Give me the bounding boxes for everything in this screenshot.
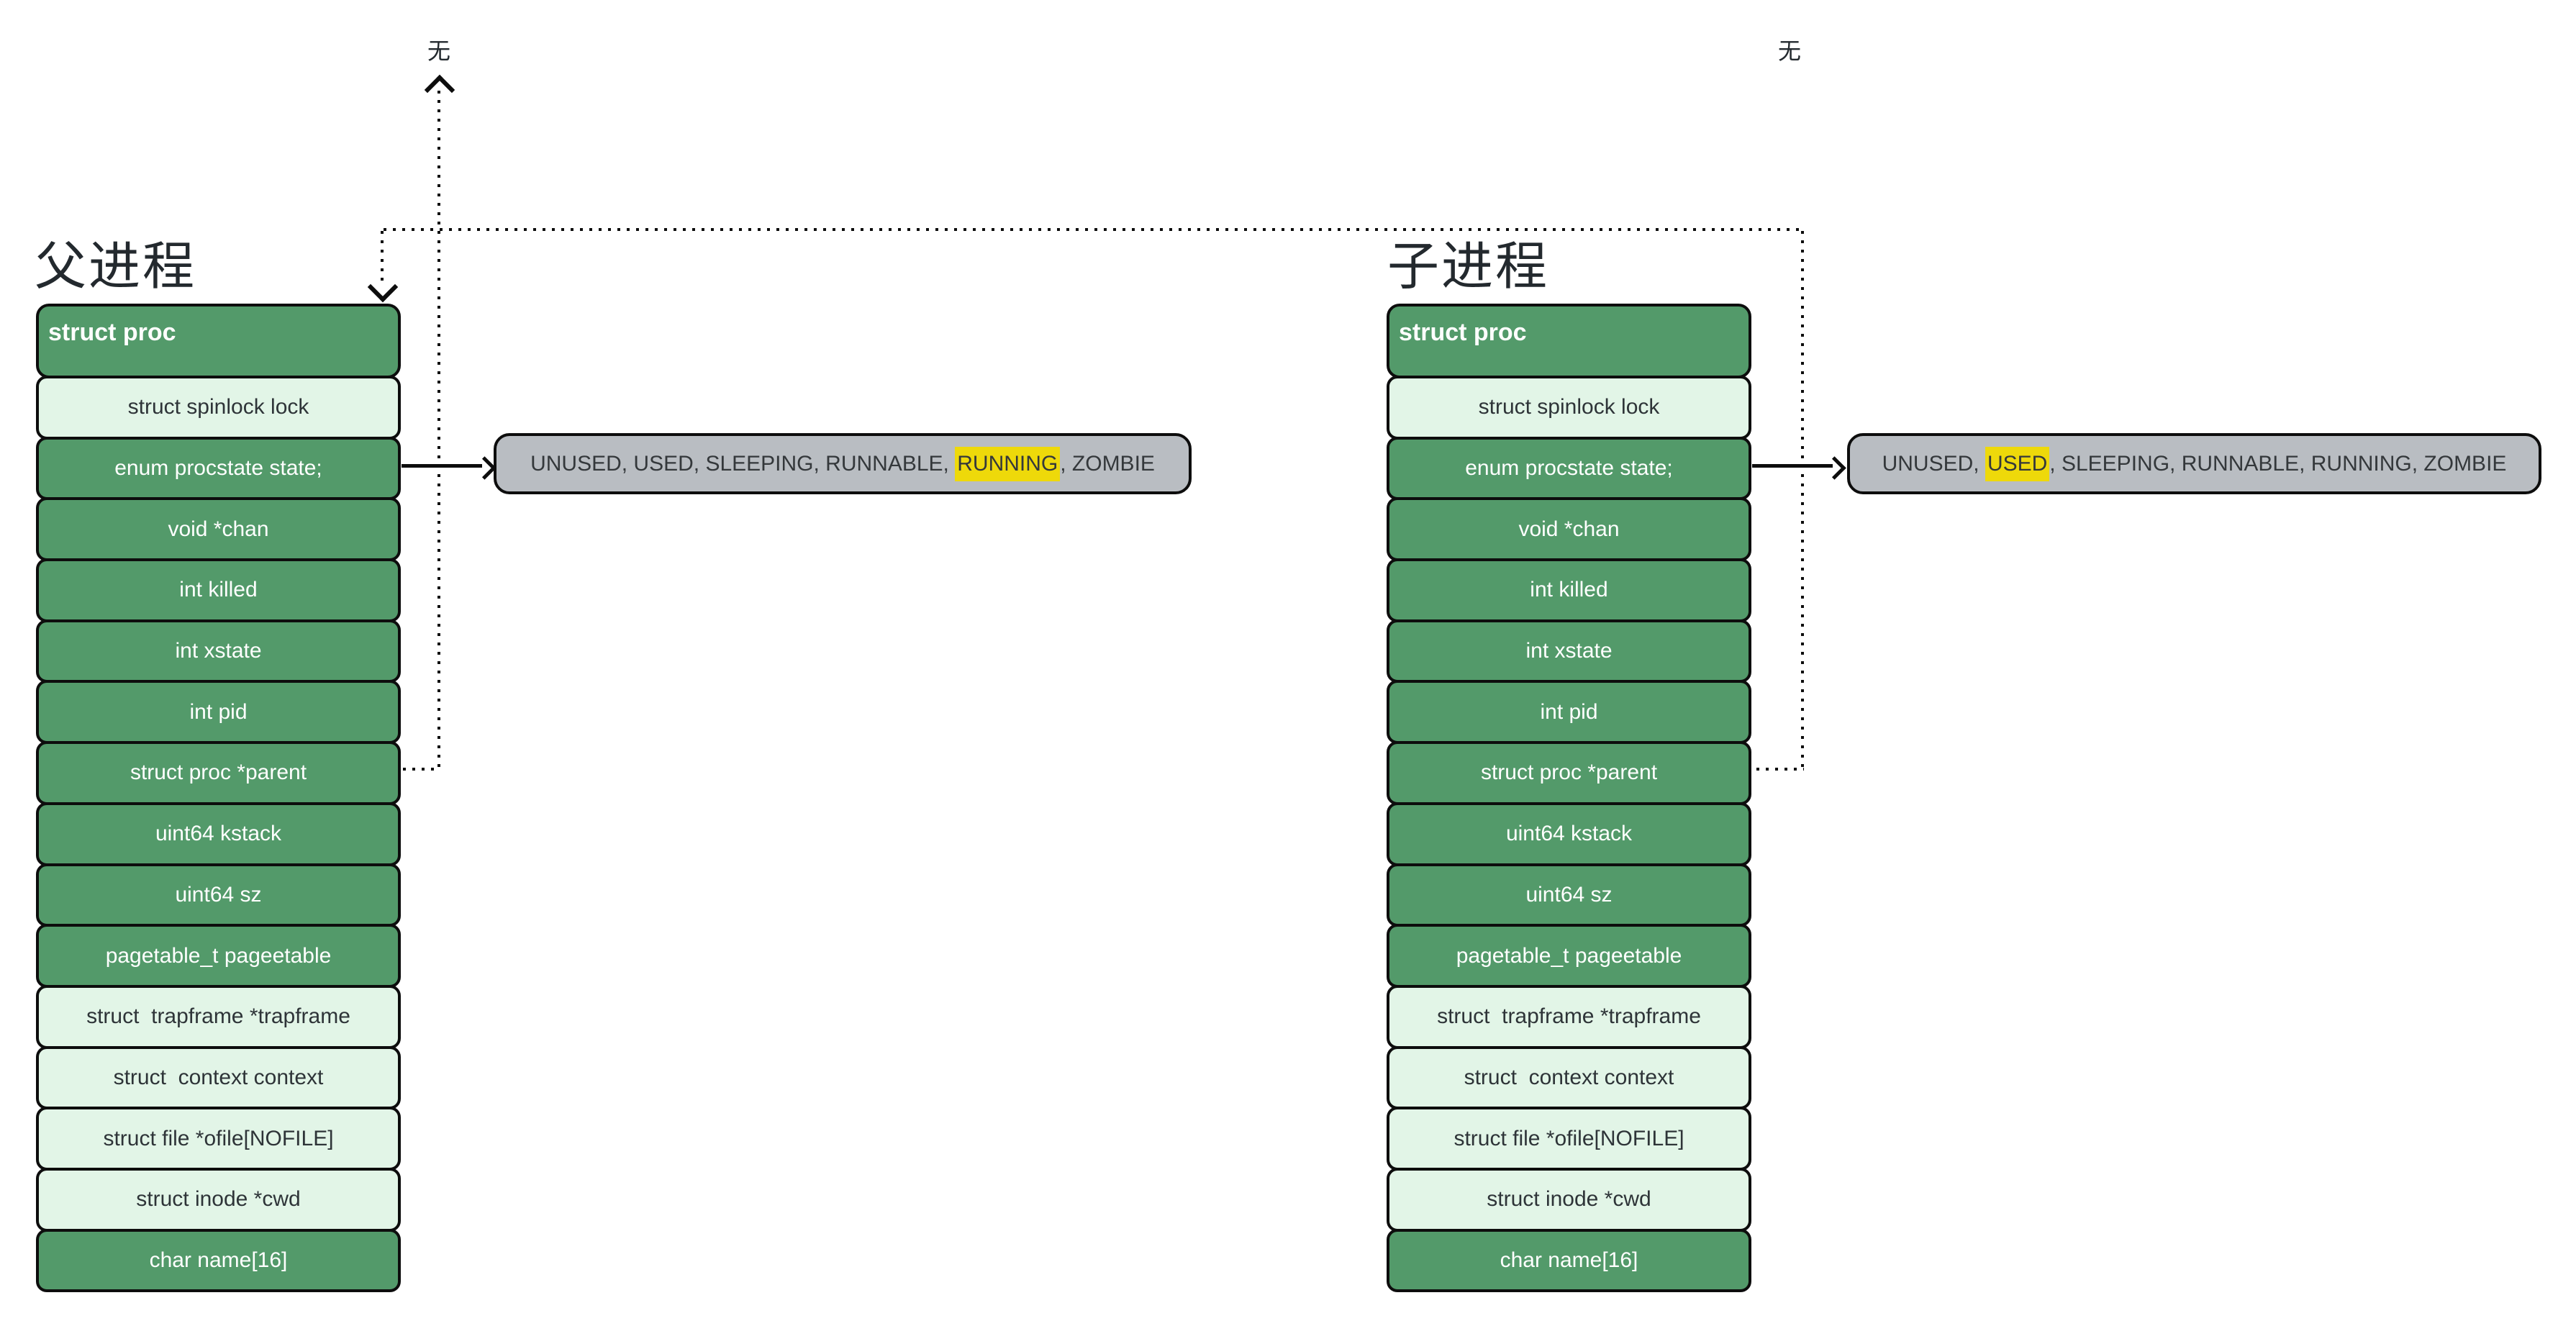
highlighted-state: USED [1985, 446, 2050, 481]
highlighted-state: RUNNING [955, 446, 1061, 481]
child-process-title: 子进程 [1387, 238, 1550, 296]
table-row: int killed [36, 558, 401, 622]
table-row: char name[16] [1387, 1228, 1751, 1293]
table-row: struct spinlock lock [1387, 376, 1751, 440]
table-row: void *chan [36, 497, 401, 562]
child-state-arrow-line [1752, 464, 1833, 468]
table-row: pagetable_t pageetable [36, 924, 401, 988]
table-row: struct spinlock lock [36, 376, 401, 440]
arrow-right-icon [1823, 456, 1846, 480]
table-row: uint64 kstack [36, 801, 401, 866]
table-row: uint64 sz [36, 863, 401, 927]
table-row: int pid [1387, 680, 1751, 745]
table-row: int xstate [1387, 619, 1751, 684]
table-row: pagetable_t pageetable [1387, 924, 1751, 988]
parent-struct-header: struct proc [36, 304, 401, 378]
table-row: struct file *ofile[NOFILE] [1387, 1107, 1751, 1171]
table-row: uint64 kstack [1387, 801, 1751, 866]
parent-pointer-dotted-segment [403, 768, 440, 771]
parent-state-arrow-line [402, 464, 482, 468]
child-pointer-dotted-segment [1756, 768, 1804, 771]
parent-process-title: 父进程 [35, 238, 197, 296]
child-to-parent-dotted-line [384, 228, 1802, 231]
table-row: struct context context [1387, 1045, 1751, 1110]
parent-state-enum-box: UNUSED, USED, SLEEPING, RUNNABLE, RUNNIN… [494, 433, 1192, 494]
parent-to-none-dotted-line [437, 91, 440, 771]
state-text: UNUSED, USED, SLEEPING, RUNNABLE, [530, 451, 956, 476]
arrow-down-icon [367, 271, 399, 303]
table-row: struct proc *parent [1387, 741, 1751, 805]
arrow-up-icon [424, 74, 455, 106]
table-row: uint64 sz [1387, 863, 1751, 927]
state-text: , SLEEPING, RUNNABLE, RUNNING, ZOMBIE [2049, 451, 2507, 476]
table-row: struct inode *cwd [1387, 1167, 1751, 1232]
table-row: int killed [1387, 558, 1751, 622]
child-to-parent-dotted-drop [381, 231, 384, 283]
state-text: UNUSED, [1882, 451, 1985, 476]
child-struct-header: struct proc [1387, 304, 1751, 378]
child-state-enum-box: UNUSED, USED, SLEEPING, RUNNABLE, RUNNIN… [1847, 433, 2541, 494]
table-row: struct file *ofile[NOFILE] [36, 1107, 401, 1171]
table-row: int pid [36, 680, 401, 745]
child-none-label: 无 [1777, 38, 1801, 64]
table-row: char name[16] [36, 1228, 401, 1293]
table-row: struct trapframe *trapframe [1387, 984, 1751, 1049]
parent-struct-proc-table: struct proc struct spinlock lock enum pr… [36, 304, 401, 1293]
table-row: enum procstate state; [36, 436, 401, 501]
state-text: , ZOMBIE [1060, 451, 1155, 476]
parent-none-label: 无 [427, 38, 450, 64]
arrow-right-icon [473, 456, 496, 480]
child-struct-proc-table: struct proc struct spinlock lock enum pr… [1387, 304, 1751, 1293]
table-row: void *chan [1387, 497, 1751, 562]
table-row: enum procstate state; [1387, 436, 1751, 501]
table-row: struct trapframe *trapframe [36, 984, 401, 1049]
child-pointer-dotted-vertical [1801, 231, 1804, 771]
table-row: struct inode *cwd [36, 1167, 401, 1232]
table-row: struct context context [36, 1045, 401, 1110]
table-row: struct proc *parent [36, 741, 401, 805]
table-row: int xstate [36, 619, 401, 684]
